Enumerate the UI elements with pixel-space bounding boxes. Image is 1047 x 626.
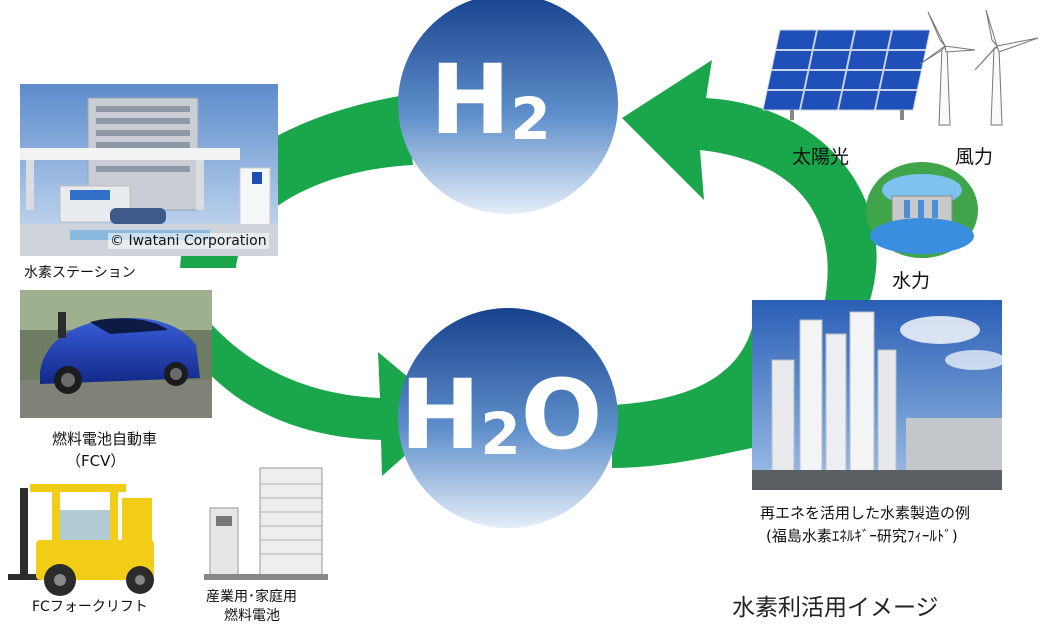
water-subscript: 2 <box>480 400 521 468</box>
arrow-left-down <box>172 290 452 476</box>
fuelcell-label-line2: 燃料電池 <box>224 608 280 624</box>
hydrogen-production-photo <box>752 300 1005 490</box>
diagram-title: 水素利活用イメージ <box>732 595 939 621</box>
hydrogen-molecule-circle <box>398 0 618 214</box>
wind-label: 風力 <box>955 146 994 168</box>
fuel-cell-illustration <box>204 467 328 580</box>
fcv-label-line1: 燃料電池自動車 <box>52 430 158 448</box>
hydrogen-symbol: H <box>430 44 511 156</box>
hydrogen-formula: H2 <box>430 40 590 160</box>
production-label-line1: 再エネを活用した水素製造の例 <box>760 504 971 522</box>
solar-label: 太陽光 <box>792 146 850 168</box>
fcv-label-line2: （FCV） <box>66 452 126 470</box>
production-label-line2: (福島水素ｴﾈﾙｷﾞｰ研究ﾌｨｰﾙﾄﾞ) <box>766 527 958 545</box>
water-molecule-circle <box>398 308 618 528</box>
water-h-symbol: H <box>400 359 481 471</box>
arrow-right-up <box>622 60 877 300</box>
photo-credit: © Iwatani Corporation <box>108 233 269 249</box>
solar-panel-illustration <box>762 29 931 120</box>
forklift-label: FCフォークリフト <box>32 599 148 615</box>
water-formula: H2O <box>400 355 620 475</box>
hydro-dam-illustration <box>866 162 978 258</box>
hydrogen-station-photo <box>20 84 278 256</box>
arrow-right-lower <box>612 328 752 468</box>
hydro-label: 水力 <box>892 270 931 292</box>
forklift-illustration <box>8 484 154 596</box>
station-label: 水素ステーション <box>24 265 136 281</box>
hydrogen-subscript: 2 <box>510 85 551 153</box>
water-o-symbol: O <box>520 359 603 471</box>
wind-turbine-illustration <box>919 9 1039 126</box>
fcv-car-photo <box>20 290 212 418</box>
fuelcell-label-line1: 産業用･家庭用 <box>206 589 297 605</box>
